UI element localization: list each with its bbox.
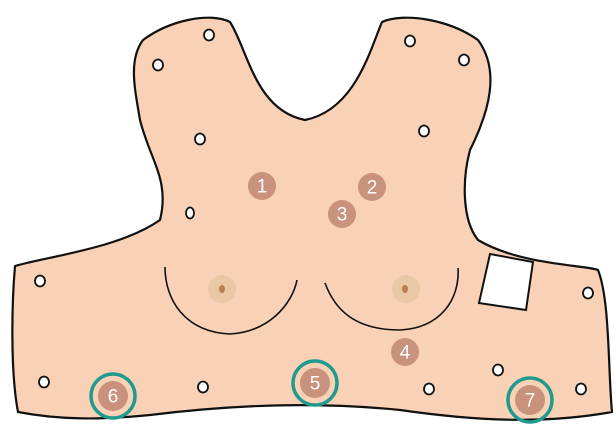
marker-3: 3	[328, 200, 356, 228]
marker-7-label: 7	[525, 391, 536, 412]
hole	[405, 36, 415, 47]
marker-6-label: 6	[108, 387, 119, 408]
left-nipple-icon	[208, 275, 236, 303]
hole	[419, 126, 429, 137]
hole	[204, 30, 214, 41]
marker-1: 1	[248, 172, 276, 200]
hole	[583, 288, 593, 299]
marker-5-label: 5	[310, 374, 321, 395]
hole	[198, 382, 208, 393]
right-nipple-icon	[392, 275, 420, 303]
hole	[195, 134, 205, 145]
marker-2: 2	[358, 173, 386, 201]
marker-4-label: 4	[400, 343, 411, 364]
marker-4: 4	[391, 338, 419, 366]
marker-1-label: 1	[257, 177, 268, 198]
hole	[493, 365, 503, 376]
hole	[459, 55, 469, 66]
window-cutout	[479, 254, 533, 310]
marker-3-label: 3	[337, 205, 348, 226]
hole	[39, 377, 49, 388]
marker-2-label: 2	[367, 178, 378, 199]
hole	[576, 384, 586, 395]
hole	[35, 276, 45, 287]
hole	[186, 208, 194, 219]
hole	[424, 384, 434, 395]
hole	[153, 60, 163, 71]
